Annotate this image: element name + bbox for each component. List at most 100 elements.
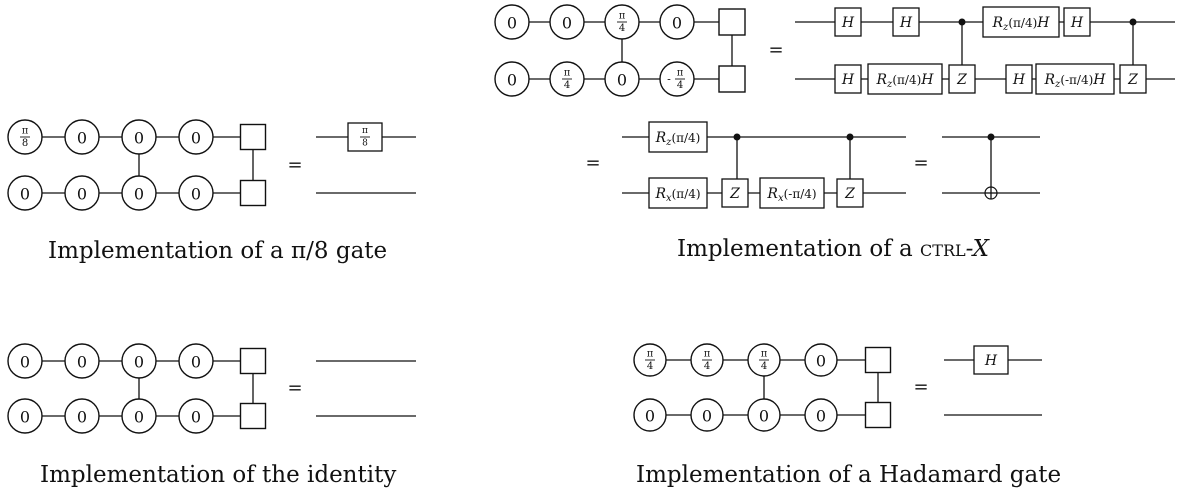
graph-node <box>7 398 43 434</box>
output-square <box>718 8 746 36</box>
gate-label: Rx(π/4) <box>654 186 700 204</box>
graph-node <box>659 4 695 40</box>
gate-box <box>982 6 1060 38</box>
node-label: 0 <box>191 353 201 372</box>
gate-label: Rz(π/4)H <box>992 15 1051 33</box>
graph-node <box>804 398 838 432</box>
frac-denominator: 4 <box>564 80 570 91</box>
graph-node <box>64 343 100 379</box>
node-label: 0 <box>20 408 30 427</box>
control-dot <box>1129 18 1137 26</box>
output-square <box>239 179 267 207</box>
frac-numerator: π <box>22 126 29 137</box>
graph-node <box>178 343 214 379</box>
graph-node <box>178 175 214 211</box>
equals-sign: = <box>287 378 302 399</box>
gate-label: Z <box>1127 72 1138 88</box>
node-label: 0 <box>702 407 712 426</box>
gate-label: H <box>1012 72 1026 88</box>
gate-box <box>867 63 943 95</box>
output-square <box>239 402 267 430</box>
gate-label: Rz(π/4) <box>655 130 701 148</box>
frac-denominator: 8 <box>362 139 368 149</box>
node-label: 0 <box>77 185 87 204</box>
caption-pi8-gate: Implementation of a π/8 gate <box>48 238 388 264</box>
graph-node <box>690 398 724 432</box>
node-label: 0 <box>759 407 769 426</box>
output-square <box>718 65 746 93</box>
gate-box <box>892 7 920 37</box>
graph-node <box>494 4 530 40</box>
gate-label: Z <box>956 72 967 88</box>
graph-node <box>7 175 43 211</box>
graph-node <box>121 343 157 379</box>
frac-numerator: π <box>704 349 711 360</box>
node-label: 0 <box>77 129 87 148</box>
graph-node <box>64 398 100 434</box>
caption-ctrl-x: Implementation of a ctrl-X <box>677 236 989 262</box>
frac-denominator: 4 <box>704 361 710 372</box>
node-label: 0 <box>134 185 144 204</box>
gate-box <box>1005 64 1033 94</box>
minus-sign: - <box>667 73 671 86</box>
gate-box <box>648 121 708 153</box>
frac-denominator: 4 <box>619 23 625 34</box>
node-label: 0 <box>134 353 144 372</box>
gate-label: H <box>841 72 855 88</box>
output-square <box>239 123 267 151</box>
equals-sign: = <box>585 153 600 174</box>
node-label: 0 <box>77 408 87 427</box>
gate-label: Z <box>729 186 740 202</box>
output-square <box>864 401 892 429</box>
equals-sign: = <box>913 377 928 398</box>
output-square <box>239 347 267 375</box>
frac-numerator: π <box>677 68 684 79</box>
graph-node <box>7 343 43 379</box>
control-dot <box>733 133 741 141</box>
control-dot <box>987 133 995 141</box>
equals-sign: = <box>913 153 928 174</box>
graph-node <box>64 119 100 155</box>
graph-node <box>64 175 100 211</box>
node-label: 0 <box>816 352 826 371</box>
node-label: 0 <box>507 14 517 33</box>
graph-node <box>494 61 530 97</box>
output-square <box>864 346 892 374</box>
graph-node <box>121 175 157 211</box>
gate-box <box>973 345 1009 375</box>
caption-identity: Implementation of the identity <box>40 462 397 488</box>
graph-node <box>121 398 157 434</box>
node-label: 0 <box>507 71 517 90</box>
frac-denominator: 4 <box>647 361 653 372</box>
gate-label: H <box>899 15 913 31</box>
caption-ctrl-x-suffix: -X <box>965 236 989 262</box>
gate-label: Rx(-π/4) <box>766 186 816 204</box>
gate-label: Rz(-π/4)H <box>1043 72 1106 90</box>
node-label: 0 <box>672 14 682 33</box>
node-label: 0 <box>77 353 87 372</box>
graph-node <box>604 61 640 97</box>
node-label: 0 <box>191 185 201 204</box>
graph-node <box>549 4 585 40</box>
equals-sign: = <box>768 40 783 61</box>
graph-node <box>633 398 667 432</box>
gate-box <box>836 178 864 208</box>
graph-node <box>178 119 214 155</box>
gate-label: Rz(π/4)H <box>876 72 935 90</box>
node-label: 0 <box>645 407 655 426</box>
gate-box <box>834 64 862 94</box>
graph-node <box>121 119 157 155</box>
frac-numerator: π <box>564 68 571 79</box>
gate-label: H <box>984 353 998 369</box>
node-label: 0 <box>134 408 144 427</box>
caption-hadamard: Implementation of a Hadamard gate <box>636 462 1062 488</box>
gate-box <box>648 177 708 209</box>
caption-ctrl-x-prefix: Implementation of a <box>677 236 913 262</box>
gate-label: Z <box>844 186 855 202</box>
gate-label: H <box>1070 15 1084 31</box>
caption-ctrl-x-smallcaps: ctrl <box>920 236 966 262</box>
gate-box <box>948 64 976 94</box>
gate-label: H <box>841 15 855 31</box>
frac-numerator: π <box>761 349 768 360</box>
